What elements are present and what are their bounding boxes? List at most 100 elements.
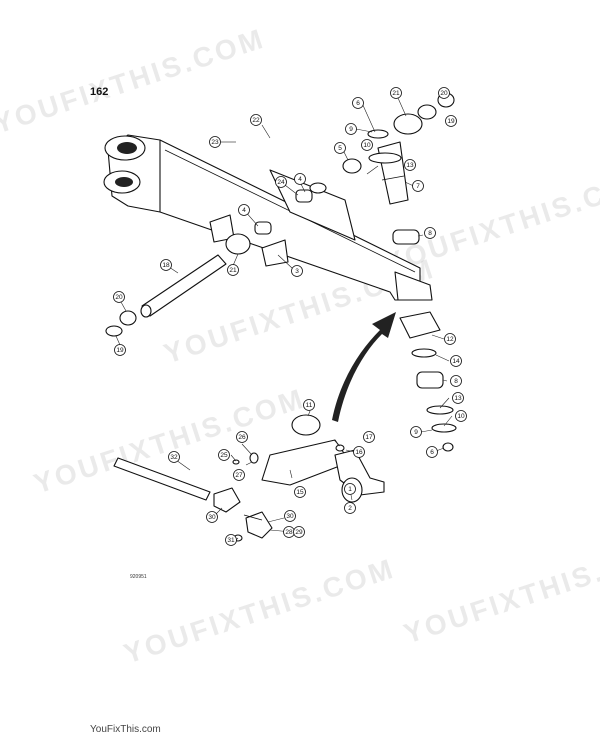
callout-20: 20 xyxy=(113,291,125,303)
callout-circle xyxy=(426,446,438,458)
callout-28: 28 xyxy=(283,526,295,538)
callout-21: 21 xyxy=(227,264,239,276)
callout-circle xyxy=(291,265,303,277)
callout-number: 13 xyxy=(454,395,462,402)
callout-number: 4 xyxy=(242,207,246,214)
callout-circle xyxy=(334,142,346,154)
callout-21: 21 xyxy=(390,87,402,99)
callout-number: 21 xyxy=(392,90,400,97)
callout-number: 2 xyxy=(348,505,352,512)
callout-circle xyxy=(275,176,287,188)
callout-number: 17 xyxy=(365,434,373,441)
callout-circle xyxy=(438,87,450,99)
callout-7: 7 xyxy=(412,180,424,192)
callout-circle xyxy=(168,451,180,463)
callout-number: 15 xyxy=(296,489,304,496)
callout-circle xyxy=(452,392,464,404)
callout-31: 31 xyxy=(225,534,237,546)
callout-circle xyxy=(344,483,356,495)
callout-circle xyxy=(353,446,365,458)
callout-circle xyxy=(294,173,306,185)
callout-12: 12 xyxy=(444,333,456,345)
callout-number: 18 xyxy=(162,262,170,269)
callout-number: 10 xyxy=(363,142,371,149)
pivot-pin xyxy=(105,189,313,337)
callout-circle xyxy=(227,264,239,276)
callout-30: 30 xyxy=(284,510,296,522)
callout-32: 32 xyxy=(168,451,180,463)
callout-number: 28 xyxy=(285,529,293,536)
callout-circle xyxy=(361,139,373,151)
callout-number: 20 xyxy=(440,90,448,97)
callout-circle xyxy=(236,431,248,443)
axle-beam xyxy=(103,134,433,301)
callout-number: 7 xyxy=(416,183,420,190)
callout-10: 10 xyxy=(361,139,373,151)
callout-10: 10 xyxy=(455,410,467,422)
callout-6: 6 xyxy=(426,446,438,458)
callout-circle xyxy=(390,87,402,99)
callout-circle xyxy=(294,486,306,498)
callout-number: 19 xyxy=(116,347,124,354)
callout-circle xyxy=(284,510,296,522)
callout-number: 20 xyxy=(115,294,123,301)
callout-19: 19 xyxy=(445,115,457,127)
callout-number: 13 xyxy=(406,162,414,169)
callout-number: 29 xyxy=(295,529,303,536)
callout-3: 3 xyxy=(291,265,303,277)
callout-number: 5 xyxy=(338,145,342,152)
callout-number: 6 xyxy=(356,100,360,107)
callout-circle xyxy=(113,291,125,303)
callout-4: 4 xyxy=(294,173,306,185)
callout-circle xyxy=(404,159,416,171)
callout-11: 11 xyxy=(303,399,315,411)
callout-8: 8 xyxy=(424,227,436,239)
callout-1: 1 xyxy=(344,483,356,495)
callout-number: 32 xyxy=(170,454,178,461)
footer-site-credit: YouFixThis.com xyxy=(90,724,161,735)
callout-number: 10 xyxy=(457,413,465,420)
callout-circle xyxy=(160,259,172,271)
callout-number: 25 xyxy=(220,452,228,459)
callout-17: 17 xyxy=(363,431,375,443)
callout-number: 6 xyxy=(430,449,434,456)
callout-circle xyxy=(293,526,305,538)
callout-circle xyxy=(363,431,375,443)
callout-circle xyxy=(345,123,357,135)
callout-number: 26 xyxy=(238,434,246,441)
callout-circle xyxy=(303,399,315,411)
callout-number: 9 xyxy=(414,429,418,436)
kingpin-assembly-upper xyxy=(342,92,455,245)
steering-knuckle xyxy=(232,414,385,503)
callout-number: 16 xyxy=(355,449,363,456)
callout-number: 31 xyxy=(227,537,235,544)
callout-circle xyxy=(206,511,218,523)
callout-5: 5 xyxy=(334,142,346,154)
callout-circle xyxy=(410,426,422,438)
callout-circle xyxy=(412,180,424,192)
callout-number: 8 xyxy=(428,230,432,237)
callout-number: 21 xyxy=(229,267,237,274)
callout-18: 18 xyxy=(160,259,172,271)
callout-number: 19 xyxy=(447,118,455,125)
page-number: 162 xyxy=(90,86,109,98)
callout-number: 3 xyxy=(295,268,299,275)
assembly-arrow xyxy=(332,312,396,422)
callout-circle xyxy=(344,502,356,514)
callout-circle xyxy=(250,114,262,126)
callout-19: 19 xyxy=(114,344,126,356)
callout-24: 24 xyxy=(275,176,287,188)
callout-circle xyxy=(114,344,126,356)
callout-9: 9 xyxy=(410,426,422,438)
callout-number: 14 xyxy=(452,358,460,365)
callout-number: 30 xyxy=(286,513,294,520)
callout-circle xyxy=(233,469,245,481)
callout-circle xyxy=(444,333,456,345)
callout-circle xyxy=(424,227,436,239)
callout-2: 2 xyxy=(344,502,356,514)
callout-number: 8 xyxy=(454,378,458,385)
callout-27: 27 xyxy=(233,469,245,481)
